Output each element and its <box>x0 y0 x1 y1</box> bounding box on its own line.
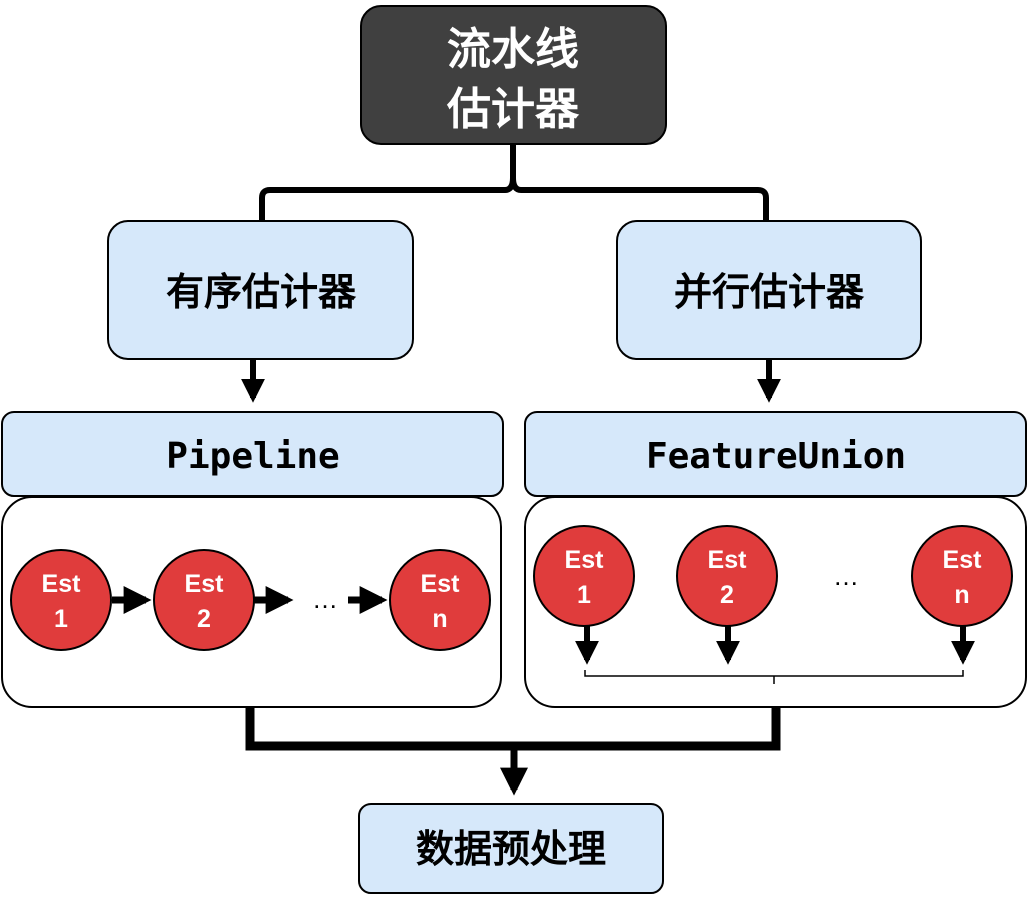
featureunion-body <box>524 496 1027 708</box>
pipeline-label: Pipeline <box>166 436 339 477</box>
root-node: 流水线 估计器 <box>360 5 667 145</box>
estimator-circle <box>389 549 491 651</box>
estimator-index: 2 <box>197 605 211 633</box>
bottom-merge-bracket <box>245 708 781 751</box>
estimator-label: Est <box>185 570 225 598</box>
featureunion-estimator: Est 2 <box>676 525 778 627</box>
estimator-index: n <box>432 605 447 633</box>
estimator-circle <box>533 525 635 627</box>
sequential-estimator-node: 有序估计器 <box>107 220 414 360</box>
estimator-circle <box>10 549 112 651</box>
estimator-index: n <box>954 581 969 609</box>
estimator-index: 1 <box>54 605 68 633</box>
estimator-index: 1 <box>577 581 591 609</box>
parallel-label: 并行估计器 <box>674 270 865 314</box>
pipeline-estimator: Est 2 <box>153 549 255 651</box>
featureunion-header: FeatureUnion <box>524 411 1027 497</box>
root-label-line2: 估计器 <box>446 84 580 135</box>
preprocess-box <box>358 803 664 894</box>
featureunion-ellipsis: … <box>833 561 859 591</box>
featureunion-estimator: Est 1 <box>533 525 635 627</box>
sequential-label: 有序估计器 <box>166 270 357 314</box>
estimator-label: Est <box>708 546 748 574</box>
pipeline-estimator: Est n <box>389 549 491 651</box>
estimator-label: Est <box>565 546 605 574</box>
preprocess-label: 数据预处理 <box>416 827 606 871</box>
parallel-estimator-node: 并行估计器 <box>616 220 922 360</box>
sequential-box <box>107 220 414 360</box>
estimator-circle <box>153 549 255 651</box>
featureunion-estimator: Est n <box>911 525 1013 627</box>
estimator-circle <box>676 525 778 627</box>
estimator-label: Est <box>943 546 983 574</box>
estimator-label: Est <box>42 570 82 598</box>
root-label-line1: 流水线 <box>447 24 579 75</box>
estimator-circle <box>911 525 1013 627</box>
pipeline-estimator: Est 1 <box>10 549 112 651</box>
featureunion-combine-brace <box>584 670 964 684</box>
estimator-label: Est <box>421 570 461 598</box>
preprocess-node: 数据预处理 <box>358 803 664 894</box>
featureunion-label: FeatureUnion <box>646 436 906 477</box>
estimator-index: 2 <box>720 581 734 609</box>
pipeline-header: Pipeline <box>1 411 504 497</box>
top-brace <box>259 144 769 220</box>
pipeline-ellipsis: … <box>312 584 338 614</box>
